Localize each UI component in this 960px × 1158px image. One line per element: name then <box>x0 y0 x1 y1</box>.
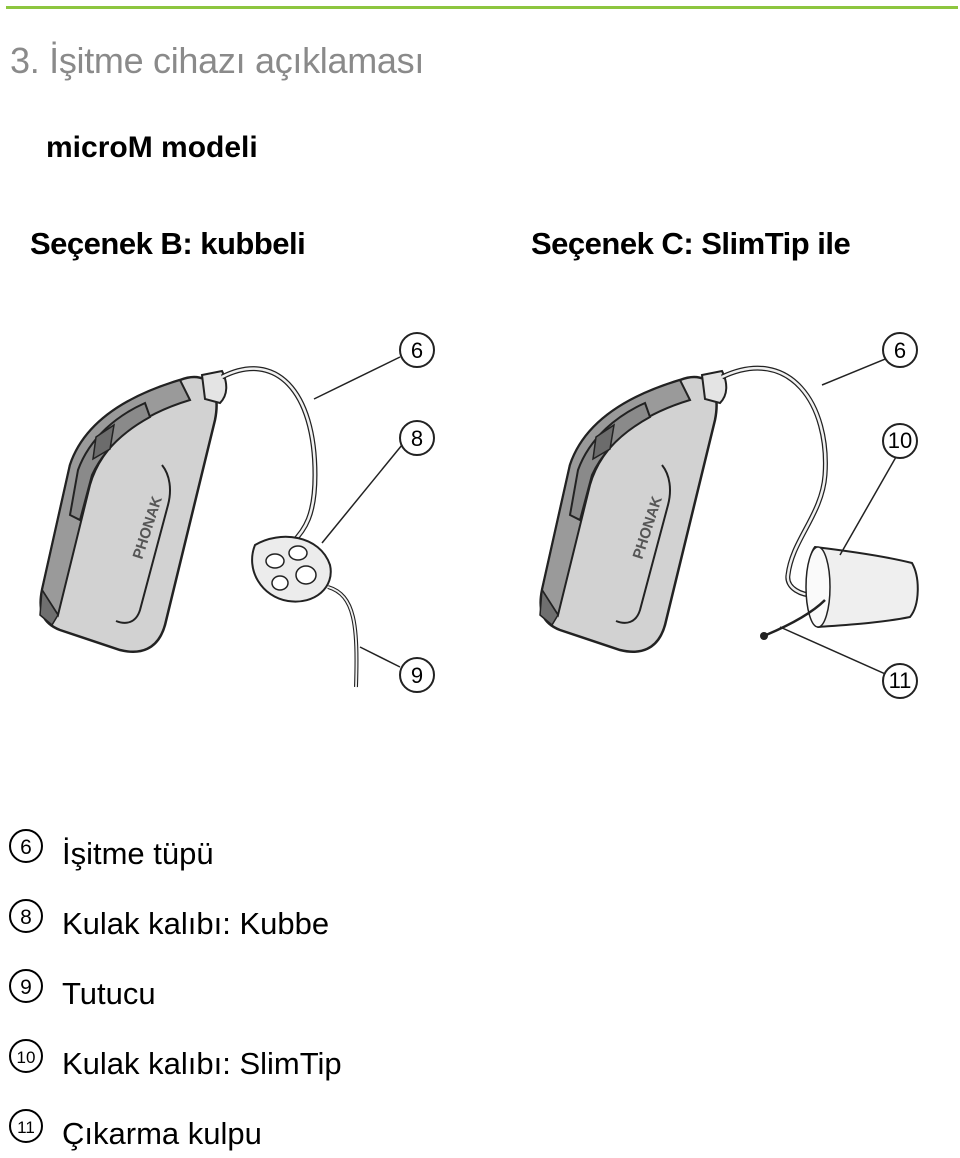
hearing-aid-body: PHONAK <box>539 369 728 653</box>
hearing-aid-dome-illustration: PHONAK 6 8 9 <box>39 332 435 693</box>
legend-label: Kulak kalıbı: SlimTip <box>62 1046 342 1081</box>
option-b-heading: Seçenek B: kubbeli <box>30 226 306 261</box>
svg-text:6: 6 <box>894 338 906 363</box>
top-accent-rule <box>6 6 958 9</box>
svg-text:11: 11 <box>17 1118 35 1137</box>
number-10-icon: 10 <box>9 1039 43 1073</box>
callout-11: 11 <box>882 663 918 699</box>
hearing-aid-slimtip-illustration: PHONAK 6 10 11 <box>539 332 919 699</box>
legend-item-tube: 6 İşitme tüpü <box>6 828 506 878</box>
dome-eartip <box>251 535 332 603</box>
svg-text:10: 10 <box>888 428 912 453</box>
legend-item-dome: 8 Kulak kalıbı: Kubbe <box>6 898 506 948</box>
number-6-icon: 6 <box>9 829 43 863</box>
svg-text:10: 10 <box>17 1048 36 1067</box>
svg-text:6: 6 <box>411 338 423 363</box>
callout-8: 8 <box>399 420 435 456</box>
legend-label: Kulak kalıbı: Kubbe <box>62 906 330 941</box>
svg-text:9: 9 <box>20 976 32 999</box>
callout-6: 6 <box>882 332 918 368</box>
legend-item-retention: 9 Tutucu <box>6 968 506 1018</box>
svg-text:11: 11 <box>889 668 912 693</box>
number-11-icon: 11 <box>9 1109 43 1143</box>
number-9-icon: 9 <box>9 969 43 1003</box>
svg-text:8: 8 <box>20 906 32 929</box>
removal-handle <box>765 599 826 637</box>
section-title: 3. İşitme cihazı açıklaması <box>10 40 425 81</box>
callout-6: 6 <box>399 332 435 368</box>
svg-text:8: 8 <box>411 426 423 451</box>
model-title: microM modeli <box>46 131 258 164</box>
option-c-heading: Seçenek C: SlimTip ile <box>531 226 851 261</box>
callout-9: 9 <box>399 657 435 693</box>
slimtip-eartip <box>805 545 919 629</box>
legend-label: Çıkarma kulpu <box>62 1116 262 1151</box>
legend-label: Tutucu <box>62 976 156 1011</box>
callout-10: 10 <box>882 423 918 459</box>
legend-item-removal-handle: 11 Çıkarma kulpu <box>6 1108 506 1158</box>
legend-item-slimtip: 10 Kulak kalıbı: SlimTip <box>6 1038 506 1088</box>
legend-label: İşitme tüpü <box>62 836 214 871</box>
svg-text:9: 9 <box>411 663 423 688</box>
number-8-icon: 8 <box>9 899 43 933</box>
hearing-aid-body: PHONAK <box>39 369 228 653</box>
svg-text:6: 6 <box>20 836 32 859</box>
retention-wire <box>327 585 359 688</box>
